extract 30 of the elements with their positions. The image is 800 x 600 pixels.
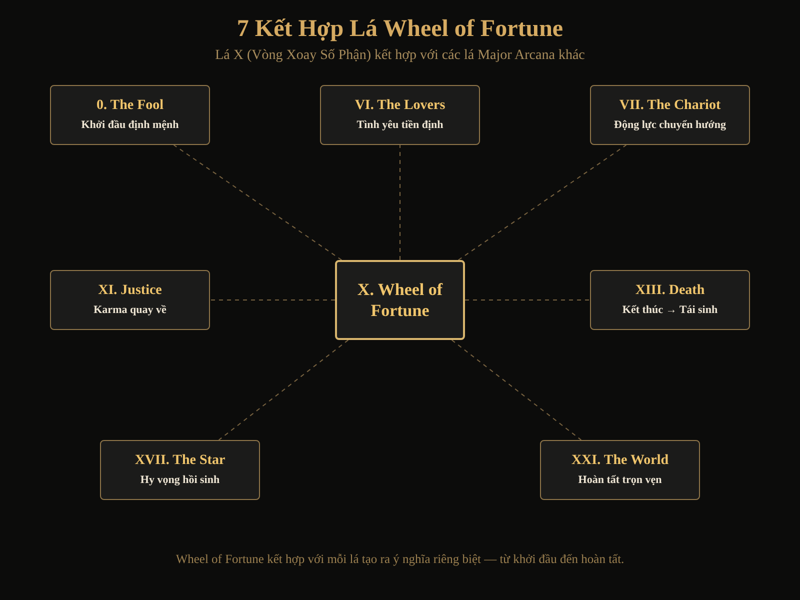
card-title: X. Wheel of Fortune (356, 278, 444, 322)
card-description: Khởi đầu định mệnh (81, 119, 179, 132)
card-title: 0. The Fool (96, 98, 164, 114)
card-description: Động lực chuyển hướng (614, 119, 726, 132)
card-box (590, 270, 750, 330)
card-box (50, 270, 210, 330)
card-description: Karma quay về (94, 304, 166, 318)
card-title: VII. The Chariot (619, 98, 721, 114)
card-title: XI. Justice (98, 282, 162, 300)
card-title: XIII. Death (635, 282, 705, 300)
card-box (590, 85, 750, 145)
card-description: Kết thúc → Tái sinh (622, 304, 718, 318)
dashed-connector (451, 340, 582, 440)
subtitle-text: Lá X (Vòng Xoay Số Phận) kết hợp với các lá Major Arcana khác (215, 48, 585, 64)
card-title: VI. The Lovers (354, 98, 446, 114)
center-card-box (335, 260, 465, 340)
card-title: XXI. The World (571, 452, 669, 470)
card-box (540, 440, 700, 500)
dashed-connector (218, 340, 349, 440)
card-box (100, 440, 260, 500)
dashed-connector (458, 144, 627, 260)
dashed-connector (173, 144, 342, 260)
card-description: Tình yêu tiền định (356, 119, 444, 132)
diagram-title: 7 Kết Hợp Lá Wheel of Fortune (236, 16, 564, 43)
card-box (50, 85, 210, 145)
card-description: Hoàn tất trọn vẹn (578, 474, 662, 488)
card-title: XVII. The Star (134, 452, 226, 470)
card-description: Hy vọng hồi sinh (140, 474, 220, 488)
footer-caption: Wheel of Fortune kết hợp với mỗi lá tạo ra ý nghĩa riêng biệt — từ khởi đầu đến hoàn tất. (176, 552, 624, 567)
card-box (320, 85, 480, 145)
